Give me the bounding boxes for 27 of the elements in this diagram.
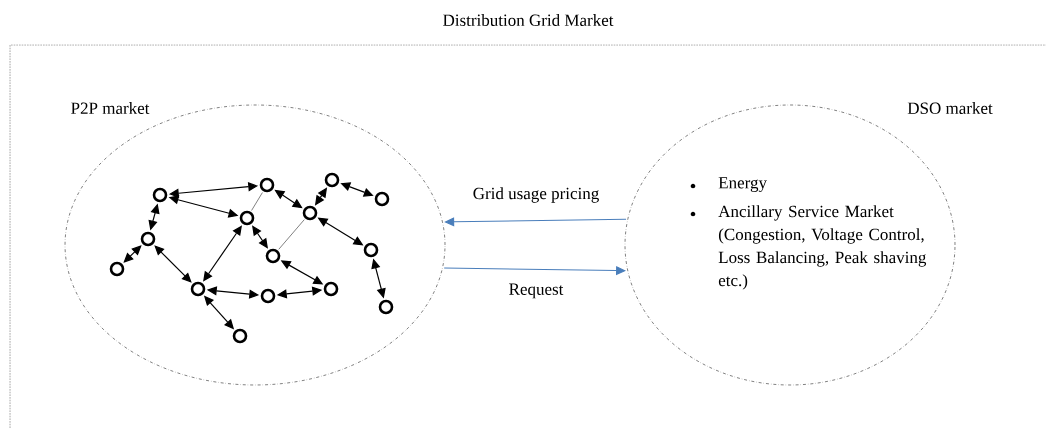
- network-node: [374, 191, 390, 207]
- edge-label: Request: [507, 282, 565, 300]
- arrow: [123, 245, 142, 263]
- network-node: [190, 281, 206, 297]
- arrow: [252, 225, 268, 249]
- arrow: [203, 225, 242, 282]
- bullet-item: Energy: [718, 177, 767, 192]
- network-node: [302, 205, 318, 221]
- network-node: [239, 210, 255, 226]
- arrow: [154, 245, 192, 283]
- edge-label: Grid usage pricing: [471, 186, 601, 204]
- network-node: [324, 172, 340, 188]
- network-node: [109, 261, 125, 277]
- bullet-item: Ancillary Service Market (Congestion, Voltage Control, Loss Balancing, Peak shaving etc.): [718, 205, 927, 290]
- market-heading: DSO market: [907, 102, 993, 114]
- network-node: [378, 299, 394, 315]
- network-node: [152, 187, 168, 203]
- network-node: [265, 248, 281, 264]
- network-node: [323, 281, 339, 297]
- network-node: [259, 177, 275, 193]
- market-heading: P2P market: [71, 102, 150, 114]
- title: Distribution Grid Market: [443, 14, 614, 26]
- arrow: [444, 217, 627, 227]
- network-node: [260, 288, 276, 304]
- network-node: [232, 328, 248, 344]
- network-node: [140, 231, 156, 247]
- network-node: [363, 242, 379, 258]
